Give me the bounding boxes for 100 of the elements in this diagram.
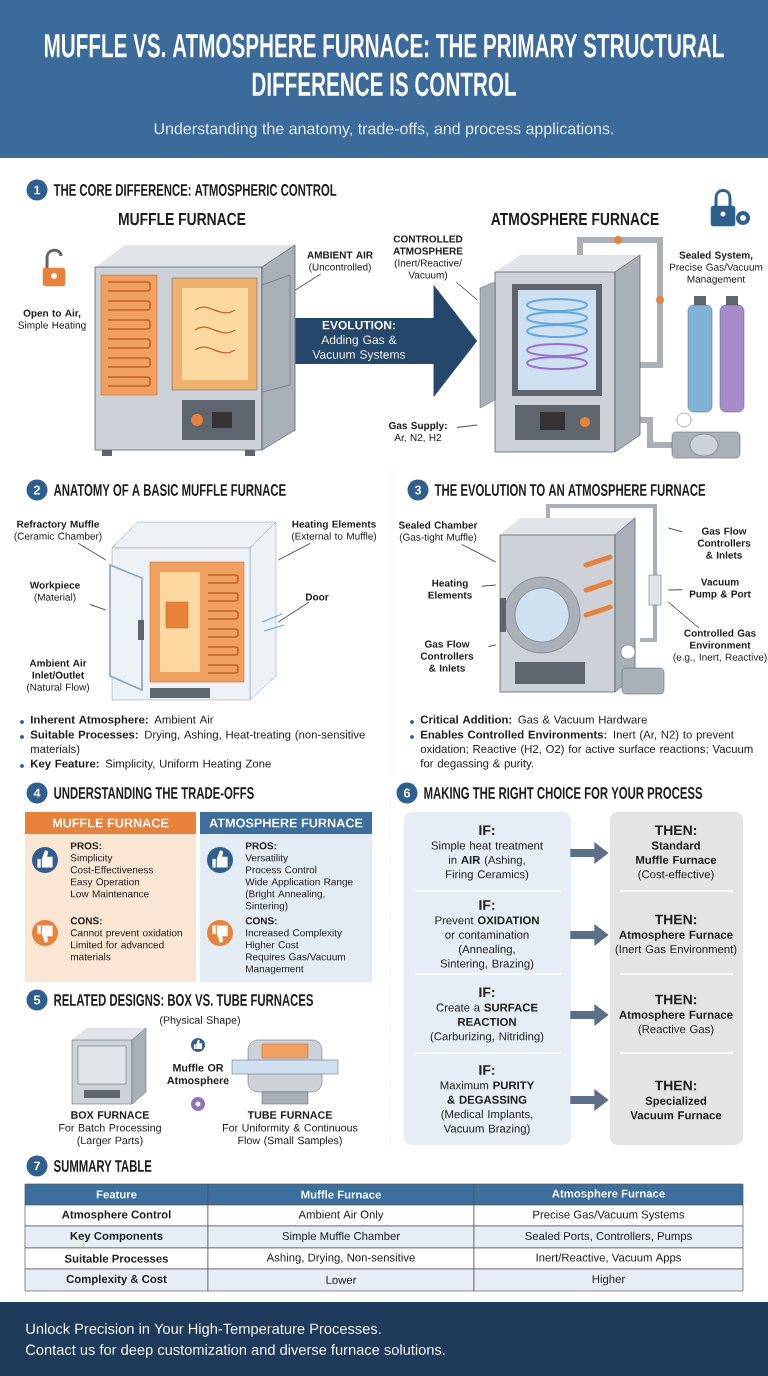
list-item: Limited for advanced materials (70, 941, 164, 961)
table-cell: Suitable Processes (24, 1247, 209, 1270)
list-item: Requires Gas/Vacuum Management (246, 953, 345, 975)
section-number: 1 (26, 179, 48, 201)
section-heading: RELATED DESIGNS: BOX VS. TUBE FURNACES (54, 994, 313, 1006)
condition-heading: IF: (479, 987, 495, 998)
leader-line (667, 601, 699, 629)
result-heading: THEN: (654, 994, 697, 1005)
result-text: Standard Muffle Furnace (636, 841, 717, 864)
section-heading: THE EVOLUTION TO AN ATMOSPHERE FURNACE (434, 484, 706, 496)
condition-heading: IF: (479, 825, 495, 836)
section-number: 5 (26, 989, 48, 1011)
footer-text: Contact us for deep customization and diverse furnace solutions. (26, 1344, 445, 1358)
table-header-cell: Muffle Furnace (207, 1183, 475, 1206)
result-text: Atmosphere Furnace (619, 930, 733, 941)
list-item: Cost-Effectiveness (70, 866, 154, 874)
section-number: 7 (26, 1155, 48, 1177)
callout-label: Vacuum Pump & Port (689, 578, 751, 600)
result-text: (Reactive Gas) (638, 1024, 714, 1036)
section-number: 3 (407, 479, 429, 501)
callout-label: Refractory Muffle (Ceramic Chamber) (14, 520, 102, 542)
panel-header: MUFFLE FURNACE (52, 818, 169, 828)
leader-line (481, 584, 497, 587)
callout-label: Controlled Gas Environment (e.g., Inert, Reactive) (673, 629, 767, 663)
result-text: (Cost-effective) (638, 870, 714, 881)
leader-line (461, 543, 497, 563)
bullet-item: Inherent Atmosphere: Ambient Air (20, 715, 214, 726)
comparison-panel (200, 812, 372, 982)
callout-label: Sealed Chamber (Gas-tight Muffle) (398, 521, 478, 543)
table-cell: Inert/Reactive, Vacuum Apps (473, 1247, 744, 1270)
section-heading: MAKING THE RIGHT CHOICE FOR YOUR PROCESS (424, 787, 703, 799)
list-item: Higher Cost (246, 941, 299, 951)
footer-text: Unlock Precision in Your High-Temperature Processes. (26, 1323, 381, 1337)
result-heading: THEN: (654, 914, 697, 925)
bullet-item: Suitable Processes: Drying, Ashing, Heat-treating (non-sensitive materials) (20, 730, 365, 756)
leader-line (277, 542, 311, 561)
list-heading: PROS: (245, 842, 276, 850)
caption-text: TUBE FURNACE (247, 1111, 332, 1119)
table-cell: Sealed Ports, Controllers, Pumps (473, 1225, 744, 1249)
result-text: Specialized Vacuum Furnace (630, 1096, 722, 1120)
result-text: Atmosphere Furnace (619, 1010, 733, 1021)
caption-text: (Physical Shape) (160, 1016, 240, 1026)
condition-text: Create a SURFACE REACTION (Carburizing, Nitriding) (430, 1003, 544, 1043)
list-item: Easy Operation (71, 878, 140, 888)
list-item: Process Control (246, 866, 317, 874)
leader-line (667, 527, 683, 533)
callout-label: CONTROLLED ATMOSPHERE (Inert/Reactive/ Vacuum) (393, 235, 463, 281)
leader-line (667, 589, 683, 591)
section-number: 4 (26, 782, 48, 804)
panel-header: ATMOSPHERE FURNACE (209, 818, 363, 828)
list-item: Versatility (245, 854, 289, 864)
condition-text: Maximum PURITY & DEGASSING (Medical Implants, Vacuum Brazing) (440, 1081, 535, 1135)
furnace-heading: MUFFLE FURNACE (119, 212, 246, 226)
note-text: Sealed System, Precise Gas/Vacuum Management (669, 251, 763, 285)
result-text: (Inert Gas Environment) (615, 944, 737, 956)
bullet-item: Enables Controlled Environments: Inert (Ar, N2) to prevent oxidation; Reactive (H2, O2) for active surface reactions; Vacuum for degassing & purity. (410, 730, 753, 770)
leader-line (89, 603, 107, 611)
section-heading: THE CORE DIFFERENCE: ATMOSPHERIC CONTROL (53, 184, 337, 196)
leader-line (277, 601, 310, 623)
condition-heading: IF: (479, 1065, 495, 1075)
table-cell: Ashing, Drying, Non-sensitive (207, 1247, 475, 1270)
table-header-cell: Atmosphere Furnace (473, 1183, 744, 1206)
section-number: 6 (396, 782, 418, 804)
sealed-furnace-drawing (499, 504, 665, 695)
caption-text: Muffle OR Atmosphere (167, 1063, 229, 1087)
edge-label: EVOLUTION: Adding Gas & Vacuum Systems (309, 319, 409, 363)
leader-line (488, 644, 497, 648)
table-cell: Simple Muffle Chamber (207, 1225, 475, 1249)
callout-label: Gas Flow Controllers & Inlets (697, 527, 751, 559)
callout-label: Heating Elements (External to Muffle) (291, 520, 377, 542)
condition-text: Prevent OXIDATION or contamination (Annealing, Sintering, Brazing) (435, 916, 539, 970)
result-heading: THEN: (654, 1080, 697, 1091)
table-cell: Lower (207, 1268, 475, 1292)
list-item: Increased Complexity (246, 929, 342, 939)
bullet-item: Critical Addition: Gas & Vacuum Hardware (410, 715, 647, 724)
section-heading: ANATOMY OF A BASIC MUFFLE FURNACE (53, 484, 286, 496)
list-heading: CONS: (70, 917, 102, 925)
caption-text: For Uniformity & Continuous Flow (Small Samples) (223, 1123, 358, 1147)
leader-line (294, 273, 322, 291)
section-number: 2 (26, 479, 48, 501)
leader-line (77, 542, 107, 561)
list-item: Low Maintenance (71, 890, 149, 898)
comparison-panel (25, 812, 196, 982)
leader-line (455, 281, 478, 301)
section-heading: SUMMARY TABLE (53, 1160, 152, 1172)
section-heading: UNDERSTANDING THE TRADE-OFFS (54, 787, 254, 799)
callout-label: Gas Supply: Ar, N2, H2 (388, 421, 447, 443)
result-heading: THEN: (654, 825, 697, 836)
list-item: Simplicity (70, 854, 113, 864)
callout-label: Door (306, 593, 329, 601)
callout-label: Gas Flow Controllers & Inlets (420, 640, 474, 672)
list-item: Wide Application Range (Bright Annealing, Sintering) (245, 878, 353, 912)
cutaway-furnace-drawing (109, 521, 285, 701)
list-item: Cannot prevent oxidation (70, 929, 182, 939)
furnace-heading: ATMOSPHERE FURNACE (491, 212, 659, 226)
leader-line (456, 424, 478, 428)
table-header-cell: Feature (24, 1183, 209, 1206)
table-cell: Complexity & Cost (24, 1268, 209, 1292)
callout-label: AMBIENT AIR (Uncontrolled) (307, 251, 373, 273)
callout-label: Workpiece (Material) (29, 581, 80, 603)
